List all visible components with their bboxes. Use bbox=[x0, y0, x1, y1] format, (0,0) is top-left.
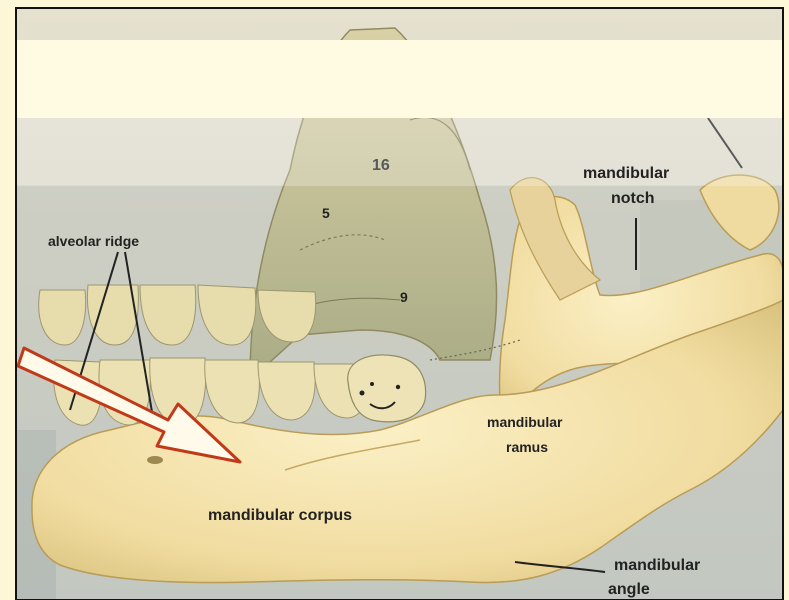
label-mandibular-angle-line1: mandibular bbox=[614, 557, 700, 574]
wisdom-tooth bbox=[348, 355, 426, 422]
inner-number-label: 9 bbox=[400, 289, 408, 305]
label-mandibular-corpus: mandibular corpus bbox=[208, 507, 352, 524]
mark bbox=[396, 385, 400, 389]
label-mandibular-ramus-line2: ramus bbox=[506, 439, 548, 455]
mark bbox=[360, 391, 365, 396]
mark bbox=[370, 382, 374, 386]
label-mandibular-ramus-line1: mandibular bbox=[487, 414, 563, 430]
maxilla-number-label: 5 bbox=[322, 205, 330, 221]
label-mandibular-notch-line1: mandibular bbox=[583, 165, 669, 182]
label-mandibular-notch-line2: notch bbox=[611, 190, 655, 207]
label-alveolar-ridge: alveolar ridge bbox=[48, 233, 139, 249]
mental-foramen bbox=[147, 456, 163, 464]
title-banner bbox=[16, 40, 783, 118]
label-mandibular-angle-line2: angle bbox=[608, 581, 650, 598]
